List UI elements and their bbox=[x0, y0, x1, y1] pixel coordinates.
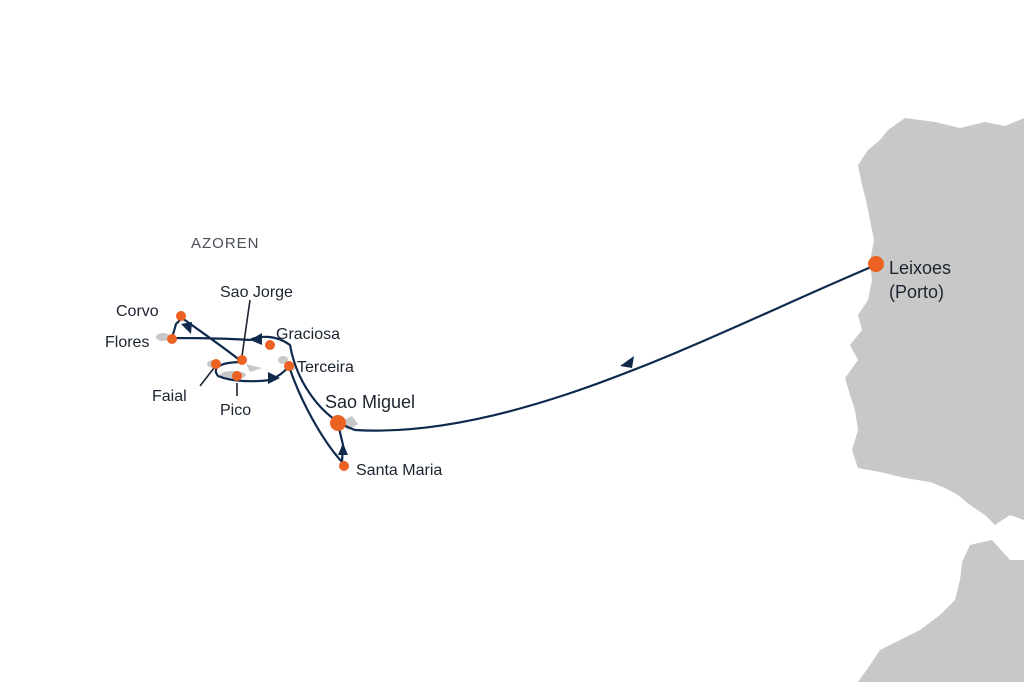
direction-arrow-corvo bbox=[181, 322, 192, 334]
direction-arrow-graciosa bbox=[250, 333, 262, 345]
sao-jorge-leader-line bbox=[241, 299, 251, 357]
direction-arrow-pico bbox=[268, 372, 280, 384]
port-label-graciosa: Graciosa bbox=[276, 326, 340, 343]
direction-arrow-main bbox=[620, 356, 634, 368]
faial-leader-line bbox=[199, 367, 215, 387]
port-marker-sao-jorge[interactable] bbox=[237, 355, 247, 365]
southern-landmass bbox=[858, 540, 1024, 682]
port-label-leixoes: Leixoes bbox=[889, 258, 951, 278]
port-label-leixoes-line2: (Porto) bbox=[889, 282, 944, 302]
port-marker-sao-miguel[interactable] bbox=[330, 415, 346, 431]
port-marker-graciosa[interactable] bbox=[265, 340, 275, 350]
port-marker-santa-maria[interactable] bbox=[339, 461, 349, 471]
sao-jorge-island bbox=[246, 364, 262, 372]
port-label-faial: Faial bbox=[152, 388, 187, 405]
portugal-landmass bbox=[845, 118, 1024, 525]
port-label-corvo: Corvo bbox=[116, 303, 159, 320]
graciosa-island bbox=[278, 356, 288, 364]
port-label-sao-jorge: Sao Jorge bbox=[220, 284, 293, 301]
port-marker-pico[interactable] bbox=[232, 371, 242, 381]
port-label-pico: Pico bbox=[220, 402, 251, 419]
port-marker-leixoes[interactable] bbox=[868, 256, 884, 272]
port-marker-faial[interactable] bbox=[211, 359, 221, 369]
port-label-sao-miguel: Sao Miguel bbox=[325, 392, 415, 412]
port-marker-corvo[interactable] bbox=[176, 311, 186, 321]
port-label-flores: Flores bbox=[105, 334, 149, 351]
flores-island bbox=[156, 333, 170, 341]
port-marker-flores[interactable] bbox=[167, 334, 177, 344]
port-label-terceira: Terceira bbox=[297, 359, 354, 376]
port-label-santa-maria: Santa Maria bbox=[356, 462, 442, 479]
port-marker-terceira[interactable] bbox=[284, 361, 294, 371]
direction-arrow-santa-maria bbox=[338, 443, 348, 455]
region-label-azoren: AZOREN bbox=[191, 235, 260, 252]
